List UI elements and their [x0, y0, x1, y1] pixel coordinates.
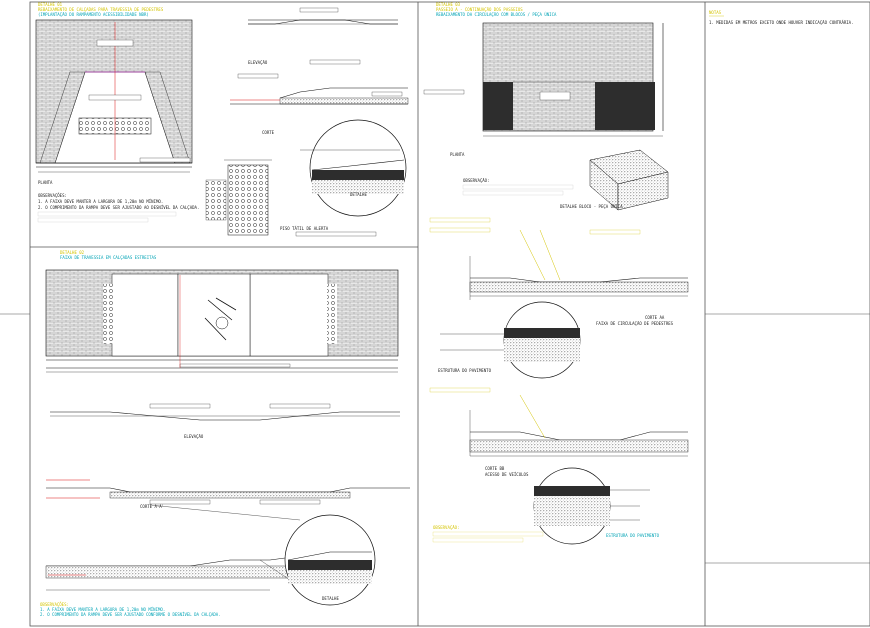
panel-c-corte-b-sub: ACESSO DE VEÍCULOS: [485, 472, 529, 477]
panel-c-block-label: DETALHE BLOCO - PEÇA ÚNICA: [560, 204, 623, 209]
panel-b: DETALHE 02 FAIXA DE TRAVESSIA EM CALÇADA…: [40, 250, 410, 617]
panel-b-obs-2: 2. O COMPRIMENTO DA RAMPA DEVE SER AJUST…: [40, 612, 221, 617]
panel-a: DETALHE 01 REBAIXAMENTO DE CALÇADAS PARA…: [35, 2, 409, 237]
panel-c-obs-heading: OBSERVAÇÃO:: [463, 178, 490, 183]
panel-c-estrutura-label: ESTRUTURA DO PAVIMENTO: [438, 368, 492, 373]
panel-c: DETALHE 03 PASSEIO A - CONTINUAÇÃO DOS P…: [423, 2, 689, 545]
panel-b-detail-label: DETALHE 02: [60, 250, 85, 255]
notes-item-1: 1. MEDIDAS EM METROS EXCETO ONDE HOUVER …: [709, 20, 854, 25]
panel-b-elev-label: ELEVAÇÃO: [184, 434, 204, 439]
panel-a-plan-label: PLANTA: [38, 180, 53, 185]
panel-a-piso-label: PISO TÁTIL DE ALERTA: [280, 226, 329, 231]
notes-panel: NOTAS 1. MEDIDAS EM METROS EXCETO ONDE H…: [709, 10, 854, 25]
panel-c-corte-a-label: CORTE AA: [645, 315, 665, 320]
panel-a-section: CORTE: [230, 59, 409, 135]
panel-c-plan: PLANTA: [423, 22, 664, 157]
panel-a-observations: OBSERVAÇÕES: 1. A FAIXA DEVE MANTER A LA…: [37, 193, 199, 223]
panel-c-detail-label: DETALHE 03: [436, 2, 461, 7]
panel-b-detalhe-label: DETALHE: [322, 596, 339, 601]
panel-a-title: REBAIXAMENTO DE CALÇADAS PARA TRAVESSIA …: [38, 7, 164, 12]
panel-c-subtitle: REBAIXAMENTO DA CIRCULAÇÃO COM BLOCOS / …: [436, 12, 557, 17]
panel-a-obs-heading: OBSERVAÇÕES:: [38, 193, 67, 198]
panel-c-obs2-heading: OBSERVAÇÃO:: [433, 525, 460, 530]
panel-a-corte-label: CORTE: [262, 130, 275, 135]
panel-b-obs-heading: OBSERVAÇÕES:: [40, 602, 69, 607]
panel-c-title: PASSEIO A - CONTINUAÇÃO DOS PASSEIOS: [436, 7, 523, 12]
panel-b-title: FAIXA DE TRAVESSIA EM CALÇADAS ESTREITAS: [60, 255, 157, 260]
panel-c-corte-b-label: CORTE BB: [485, 466, 505, 471]
panel-c-section-a: CORTE AA FAIXA DE CIRCULAÇÃO DE PEDESTRE…: [429, 217, 689, 326]
panel-b-section-aa: CORTE A-A': [46, 479, 410, 509]
panel-a-plan: PLANTA: [35, 19, 193, 185]
panel-b-lower-section: [45, 504, 321, 601]
panel-a-elev-label: ELEVAÇÃO: [248, 60, 268, 65]
panel-b-detail-circle: DETALHE: [284, 514, 376, 606]
panel-b-plan: [45, 269, 399, 373]
panel-c-plan-label: PLANTA: [450, 152, 465, 157]
panel-c-block-detail: OBSERVAÇÃO: DETALHE BLOCO - PEÇA ÚNICA: [462, 149, 669, 211]
panel-a-tactile-tile: PISO TÁTIL DE ALERTA: [205, 159, 329, 236]
panel-a-detalhe-label: DETALHE: [350, 192, 367, 197]
panel-c-corte-a-sub: FAIXA DE CIRCULAÇÃO DE PEDESTRES: [596, 321, 674, 326]
panel-c-section-b: CORTE BB ACESSO DE VEÍCULOS: [429, 387, 689, 477]
panel-b-elevation: ELEVAÇÃO: [50, 403, 400, 439]
panel-a-obs-1: 1. A FAIXA DEVE MANTER A LARGURA DE 1,20…: [38, 199, 163, 204]
panel-c-estrutura-b-label: ESTRUTURA DO PAVIMENTO: [606, 533, 660, 538]
panel-a-detail-label: DETALHE 01: [38, 2, 63, 7]
panel-a-detail-circle: DETALHE: [295, 119, 407, 237]
panel-a-subtitle: (IMPLANTAÇÃO DO RAMPAMENTO ACESSIBILIDAD…: [38, 12, 149, 17]
panel-c-circle-b: ESTRUTURA DO PAVIMENTO: [533, 467, 660, 545]
panel-b-obs-1: 1. A FAIXA DEVE MANTER A LARGURA DE 1,20…: [40, 607, 165, 612]
panel-a-elevation: ELEVAÇÃO: [248, 7, 398, 65]
panel-b-observations: OBSERVAÇÕES: 1. A FAIXA DEVE MANTER A LA…: [40, 602, 221, 617]
panel-c-observation-2: OBSERVAÇÃO:: [432, 525, 544, 543]
panel-a-obs-2: 2. O COMPRIMENTO DA RAMPA DEVE SER AJUST…: [38, 205, 199, 210]
panel-c-circle-a: ESTRUTURA DO PAVIMENTO: [438, 301, 581, 379]
notes-heading: NOTAS: [709, 10, 722, 15]
panel-b-corte-label: CORTE A-A': [140, 504, 164, 509]
